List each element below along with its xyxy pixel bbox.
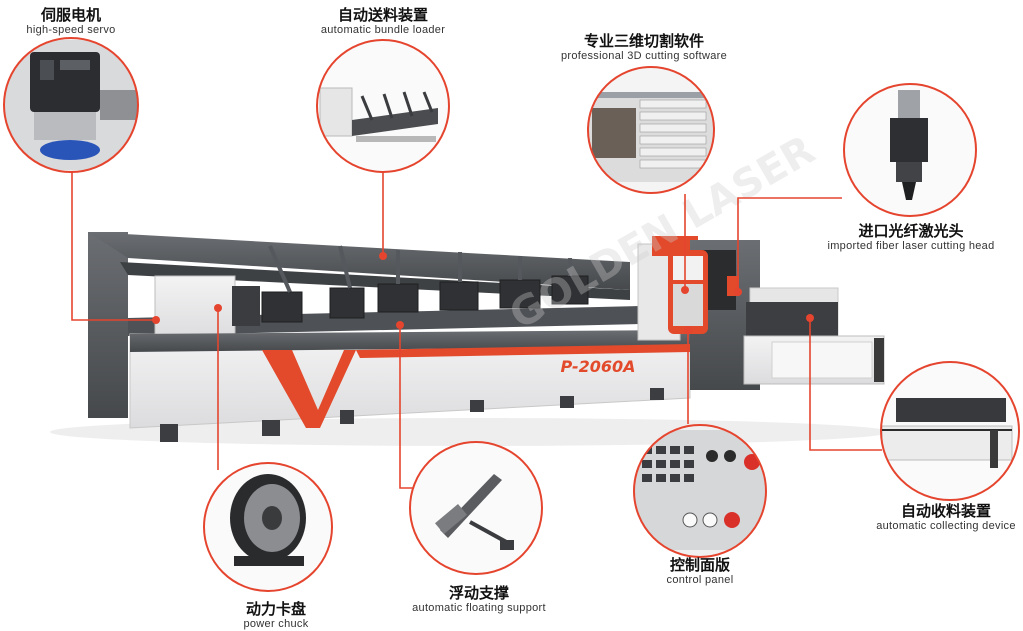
callout-en: control panel [666,574,734,586]
callout-label-loader: 自动送料装置 automatic bundle loader [303,6,463,37]
callout-zh: 伺服电机 [40,6,101,24]
model-badge: P-2060A [561,357,636,376]
callout-label-panel: 控制面版 control panel [652,556,748,587]
leader-lines [71,172,882,489]
callout-en: automatic floating support [412,602,546,614]
callout-label-chuck: 动力卡盘 power chuck [226,600,326,631]
callout-en: imported fiber laser cutting head [827,240,995,252]
power-chuck-icon [203,462,333,592]
callout-en: power chuck [243,618,309,630]
callout-zh: 进口光纤激光头 [858,222,964,240]
callout-zh: 动力卡盘 [245,600,306,618]
callout-label-head: 进口光纤激光头 imported fiber laser cutting hea… [818,222,1004,253]
callout-label-support: 浮动支撑 automatic floating support [386,584,572,615]
callout-en: high-speed servo [26,24,116,36]
control-panel-icon [633,424,767,558]
callout-zh: 控制面版 [669,556,730,574]
collecting-device-icon [880,361,1020,501]
callout-en: automatic collecting device [876,520,1016,532]
leader-end-dots [152,252,814,334]
callout-label-software: 专业三维切割软件 professional 3D cutting softwar… [546,32,742,63]
laser-head-icon [843,83,977,217]
callout-zh: 专业三维切割软件 [583,32,704,50]
bundle-loader-icon [316,39,450,173]
laser-cutting-machine: P-2060A GOLDEN LASER [50,127,890,446]
callout-zh: 浮动支撑 [448,584,509,602]
servo-motor-icon [3,37,139,173]
software-screen-icon [587,66,715,194]
callout-label-collect: 自动收料装置 automatic collecting device [872,502,1020,533]
callout-zh: 自动收料装置 [900,502,991,520]
callout-en: professional 3D cutting software [560,50,728,62]
floating-support-icon [409,441,543,575]
callout-zh: 自动送料装置 [337,6,428,24]
callout-en: automatic bundle loader [320,24,446,36]
callout-label-servo: 伺服电机 high-speed servo [6,6,136,37]
